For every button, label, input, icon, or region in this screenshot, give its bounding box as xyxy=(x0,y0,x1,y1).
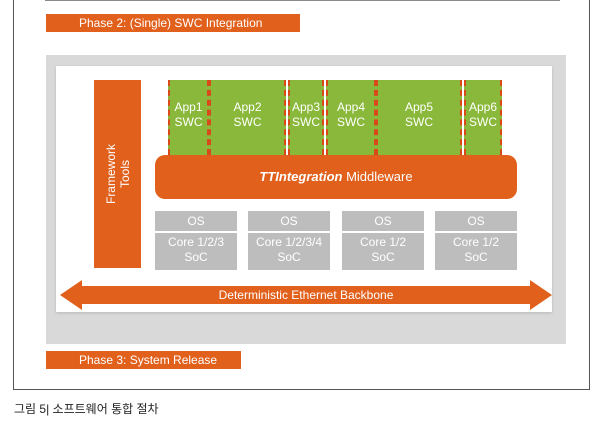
middleware-bar: TTIntegration Middleware xyxy=(155,155,517,199)
swc-app3-label: App3 SWC xyxy=(291,100,321,129)
core-label: Core 1/2/3/4 SoC xyxy=(255,235,323,264)
swc-app6-label: App6 SWC xyxy=(468,100,498,129)
phase2-label: Phase 2: (Single) SWC Integration xyxy=(46,14,300,32)
os-block-3: OS Core 1/2 SoC xyxy=(342,211,424,270)
previous-panel-edge xyxy=(45,0,560,1)
backbone-label: Deterministic Ethernet Backbone xyxy=(218,288,394,302)
figure-caption: 그림 5| 소프트웨어 통합 절차 xyxy=(14,402,159,416)
os-label: OS xyxy=(342,211,424,233)
os-label: OS xyxy=(248,211,330,233)
core-label: Core 1/2 SoC xyxy=(359,235,407,264)
double-arrow-icon xyxy=(60,280,552,310)
os-block-2: OS Core 1/2/3/4 SoC xyxy=(248,211,330,270)
swc-app4-label: App4 SWC xyxy=(336,100,366,129)
swc-app2-label: App2 SWC xyxy=(233,100,262,129)
core-label: Core 1/2 SoC xyxy=(452,235,500,264)
swc-app3: App3 SWC xyxy=(288,80,324,155)
os-label: OS xyxy=(155,211,237,233)
core-label: Core 1/2/3 SoC xyxy=(167,235,225,264)
os-block-1: OS Core 1/2/3 SoC xyxy=(155,211,237,270)
phase3-label: Phase 3: System Release xyxy=(46,351,241,369)
framework-tools-label: Framework Tools xyxy=(104,144,132,205)
middleware-brand: TTIntegration xyxy=(259,169,343,184)
swc-app1-label: App1 SWC xyxy=(174,100,203,129)
swc-app5-label: App5 SWC xyxy=(404,100,434,129)
middleware-suffix: Middleware xyxy=(342,169,413,184)
swc-app4: App4 SWC xyxy=(326,80,376,155)
swc-app2: App2 SWC xyxy=(209,80,286,155)
ethernet-backbone-arrow: Deterministic Ethernet Backbone xyxy=(60,280,552,310)
swc-app6: App6 SWC xyxy=(464,80,502,155)
os-block-4: OS Core 1/2 SoC xyxy=(435,211,517,270)
framework-tools-bar xyxy=(94,80,141,268)
os-label: OS xyxy=(435,211,517,233)
swc-app1: App1 SWC xyxy=(168,80,209,155)
swc-app5: App5 SWC xyxy=(376,80,462,155)
